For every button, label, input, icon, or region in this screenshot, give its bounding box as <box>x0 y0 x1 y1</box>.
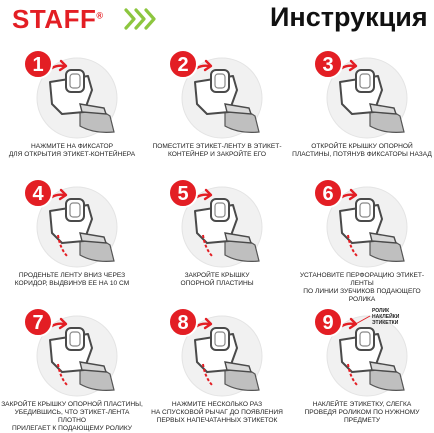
arrow-head-icon <box>203 317 213 330</box>
label-roll-icon <box>359 331 371 347</box>
step-6: 6 Установите перфорацию этикет-лентыпо л… <box>290 175 434 304</box>
step-5: 5 Закройте крышкуопорной пластины <box>145 175 289 304</box>
brand-registered-mark: ® <box>96 10 104 21</box>
step-badge <box>23 178 53 208</box>
label-roll-icon <box>214 331 226 347</box>
step-number: 9 <box>322 312 333 334</box>
step-2: 2 Поместите этикет-ленту в этикет-контей… <box>145 46 289 175</box>
trigger-lever-icon <box>79 232 107 244</box>
arrow-head-icon <box>203 188 213 201</box>
step-number: 5 <box>177 183 188 205</box>
label-container-icon <box>355 69 375 93</box>
label-container-icon <box>65 198 85 222</box>
steps-grid: 1 Нажмите на фиксатордля открытия этикет… <box>0 46 434 433</box>
step-3-caption: Откройте крышку опорнойпластины, потянув… <box>292 143 432 158</box>
step-6-caption: Установите перфорацию этикет-лентыпо лин… <box>299 272 425 303</box>
label-tape-icon <box>202 363 214 387</box>
step-badge <box>313 49 343 79</box>
arrow-head-icon <box>58 188 68 201</box>
brand-name: STAFF <box>12 4 97 34</box>
trigger-lever-icon <box>224 103 252 115</box>
label-container-icon <box>65 69 85 93</box>
step-number: 7 <box>32 312 43 334</box>
label-tape-icon <box>347 234 359 258</box>
trigger-lever-icon <box>79 103 107 115</box>
step-3: 3 Откройте крышку опорнойпластины, потян… <box>290 46 434 175</box>
step-5-illustration: 5 <box>168 178 263 268</box>
trigger-lever-icon <box>224 232 252 244</box>
step-badge <box>23 307 53 337</box>
label-container-icon <box>210 327 230 351</box>
trigger-lever-icon <box>369 103 397 115</box>
label-tape-icon <box>202 234 214 258</box>
step-number: 6 <box>322 183 333 205</box>
step-4-illustration: 4 <box>23 178 118 268</box>
step-1: 1 Нажмите на фиксатордля открытия этикет… <box>0 46 144 175</box>
step-4: 4 Проденьте ленту вниз черезкоридор, выд… <box>0 175 144 304</box>
label-roll-icon <box>69 202 81 218</box>
callout-text: РОЛИК <box>372 308 390 314</box>
brand-logo: STAFF® <box>12 4 103 35</box>
label-roll-icon <box>214 202 226 218</box>
page-title: Инструкция <box>270 2 428 32</box>
arrow-head-icon <box>348 188 358 201</box>
step-number: 1 <box>32 54 43 76</box>
step-badge <box>168 307 198 337</box>
callout-line <box>351 315 371 327</box>
label-tape-icon <box>57 363 69 387</box>
arrow-head-icon <box>348 59 358 72</box>
callout-text: НАКЛЕЙКИ <box>372 312 400 320</box>
step-number: 3 <box>322 54 333 76</box>
step-badge <box>313 178 343 208</box>
arrow-head-icon <box>58 59 68 72</box>
step-badge <box>23 49 53 79</box>
header: STAFF® Инструкция <box>0 0 434 44</box>
step-5-caption: Закройте крышкуопорной пластины <box>180 272 254 287</box>
label-tape-icon <box>57 234 69 258</box>
step-2-caption: Поместите этикет-ленту в этикет-контейне… <box>152 143 282 158</box>
step-badge <box>168 49 198 79</box>
step-9-caption: Наклейте этикетку, слегкапроведя роликом… <box>304 401 420 424</box>
label-container-icon <box>355 327 375 351</box>
step-7-illustration: 7 <box>23 307 118 397</box>
trigger-lever-icon <box>79 361 107 373</box>
step-number: 8 <box>177 312 188 334</box>
step-badge <box>313 307 343 337</box>
label-container-icon <box>210 198 230 222</box>
step-7-caption: Закройте крышку опорной пластины,убедивш… <box>1 401 143 432</box>
step-2-illustration: 2 <box>168 49 263 139</box>
step-8: 8 Нажмите несколько разна спусковой рыча… <box>145 304 289 433</box>
step-1-caption: Нажмите на фиксатордля открытия этикет-к… <box>8 143 136 158</box>
callout-text: ЭТИКЕТКИ <box>372 320 399 326</box>
step-6-illustration: 6 <box>313 178 408 268</box>
step-3-illustration: 3 <box>313 49 408 139</box>
chevrons-icon <box>124 8 156 30</box>
label-roll-icon <box>214 73 226 89</box>
arrow-head-icon <box>203 59 213 72</box>
trigger-lever-icon <box>369 232 397 244</box>
step-8-caption: Нажмите несколько разна спусковой рычаг … <box>151 401 283 424</box>
trigger-lever-icon <box>224 361 252 373</box>
step-4-caption: Проденьте ленту вниз черезкоридор, выдви… <box>14 272 130 287</box>
label-tape-icon <box>347 363 359 387</box>
arrow-head-icon <box>58 317 68 330</box>
label-container-icon <box>65 327 85 351</box>
label-container-icon <box>210 69 230 93</box>
step-badge <box>168 178 198 208</box>
step-number: 2 <box>177 54 188 76</box>
step-1-illustration: 1 <box>23 49 118 139</box>
label-roll-icon <box>359 73 371 89</box>
step-8-illustration: 8 <box>168 307 263 397</box>
label-roll-icon <box>69 331 81 347</box>
step-number: 4 <box>32 183 44 205</box>
label-roll-icon <box>69 73 81 89</box>
step-7: 7 Закройте крышку опорной пластины,убеди… <box>0 304 144 433</box>
label-roll-icon <box>359 202 371 218</box>
trigger-lever-icon <box>369 361 397 373</box>
label-container-icon <box>355 198 375 222</box>
